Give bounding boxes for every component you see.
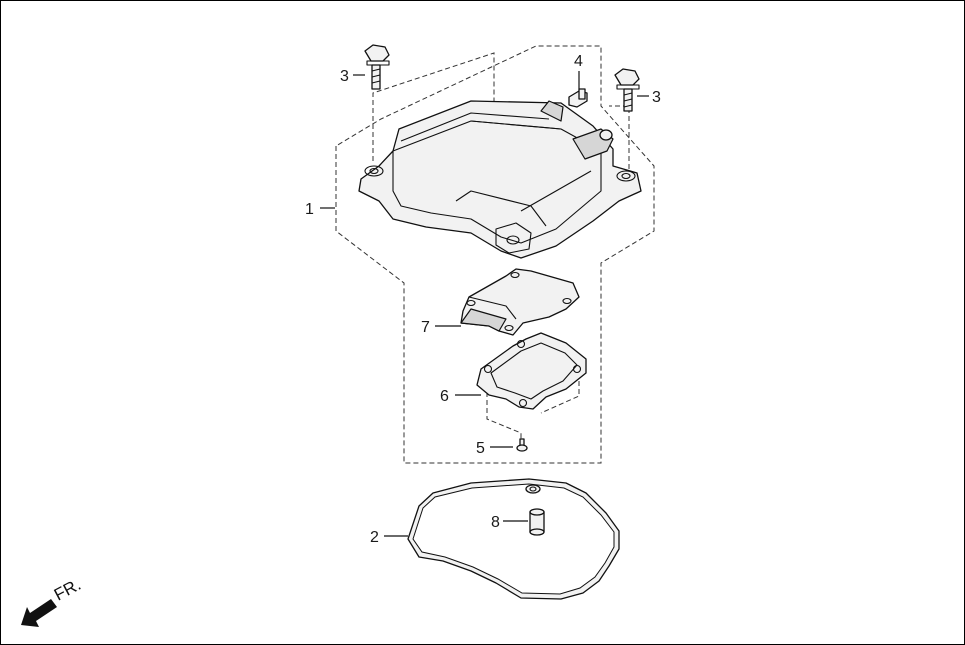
flange-bolt-left bbox=[364, 44, 390, 90]
callout-1: 1 bbox=[305, 201, 314, 218]
cover-seal bbox=[407, 478, 620, 600]
front-label: FR. bbox=[51, 575, 84, 605]
small-screw bbox=[516, 438, 528, 452]
small-bolt bbox=[568, 88, 588, 108]
callout-7: 7 bbox=[421, 319, 430, 336]
callout-8: 8 bbox=[491, 514, 500, 531]
callout-4: 4 bbox=[574, 53, 583, 70]
breather-plate bbox=[460, 268, 580, 336]
callout-leaders bbox=[320, 71, 649, 537]
breather-gasket bbox=[476, 332, 587, 410]
callout-3-left: 3 bbox=[340, 68, 349, 85]
front-direction-marker: FR. bbox=[21, 575, 84, 627]
cylinder-head-cover bbox=[358, 100, 642, 259]
callout-3-right: 3 bbox=[652, 89, 661, 106]
callout-labels: 1 2 3 3 4 5 6 7 8 bbox=[305, 53, 661, 546]
dowel-pin bbox=[529, 508, 545, 536]
callout-6: 6 bbox=[440, 388, 449, 405]
front-arrow-icon bbox=[21, 599, 57, 627]
callout-2: 2 bbox=[370, 529, 379, 546]
callout-5: 5 bbox=[476, 440, 485, 457]
flange-bolt-right bbox=[614, 68, 640, 112]
